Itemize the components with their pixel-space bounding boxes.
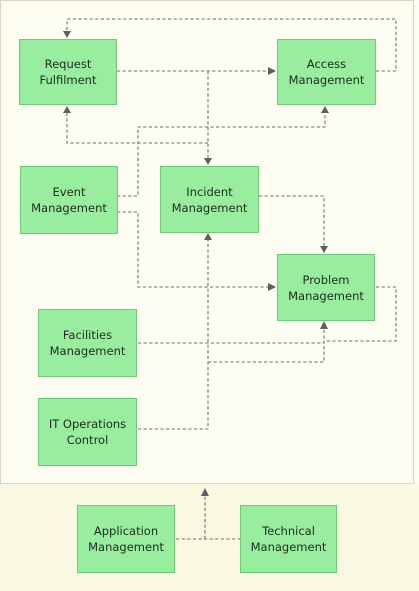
connector-event-to-access [117, 113, 326, 197]
connector-facilities-to-problem [138, 329, 325, 344]
node-incident-management: Incident Management [160, 166, 259, 233]
node-it-operations-control: IT Operations Control [38, 398, 137, 466]
node-event-management: Event Management [20, 166, 118, 234]
arrow-head-access-left [268, 67, 276, 75]
connector-incident-to-problem [259, 195, 325, 246]
node-access-management: Access Management [277, 39, 376, 105]
node-problem-management: Problem Management [277, 254, 375, 321]
connector-itops-to-incident [138, 240, 209, 430]
arrow-head-request-top [63, 31, 71, 38]
arrow-head-problem-left [268, 283, 276, 291]
node-application-management: Application Management [77, 505, 175, 573]
connector-problem-loop [324, 286, 397, 342]
connector-incident-to-request [66, 112, 208, 144]
node-technical-management: Technical Management [240, 505, 337, 573]
arrow-head-functions-up [201, 488, 209, 496]
connector-event-to-problem [117, 211, 268, 288]
arrow-head-incident-top [204, 158, 212, 165]
arrow-head-problem-top [320, 246, 328, 253]
connector-access-loop-to-request [66, 18, 397, 72]
connector-functions-to-operations [176, 496, 240, 540]
arrow-head-problem-bottom [320, 321, 328, 329]
arrow-head-request-bottom [63, 106, 71, 113]
functions-panel [0, 484, 419, 591]
node-request-fulfilment: Request Fulfilment [19, 39, 117, 105]
connector-trunk-to-problem [208, 341, 325, 363]
arrow-head-incident-bottom [204, 233, 212, 240]
node-facilities-management: Facilities Management [38, 309, 137, 377]
arrow-head-access-bottom [321, 106, 329, 113]
